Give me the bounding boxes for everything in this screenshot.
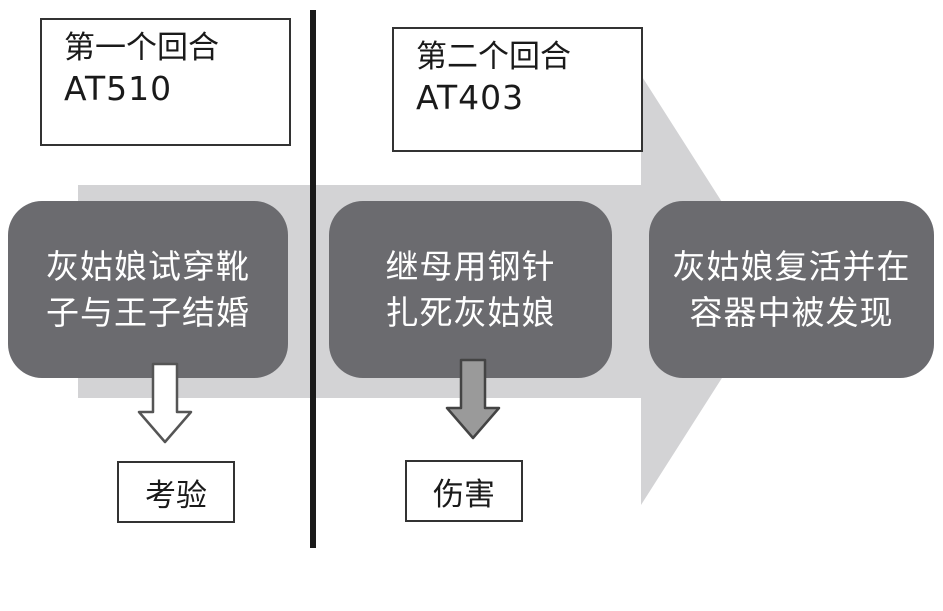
round-box-2: 第二个回合 AT403 (392, 27, 643, 152)
outcome-label-1: 考验 (117, 461, 235, 523)
event-2-text: 继母用钢针 扎死灰姑娘 (386, 244, 556, 336)
filled-down-arrow-icon (445, 358, 501, 440)
event-1-text: 灰姑娘试穿靴 子与王子结婚 (46, 244, 250, 336)
event-box-3: 灰姑娘复活并在 容器中被发现 (649, 201, 934, 378)
hollow-down-arrow-icon (137, 362, 193, 444)
event-3-line-1: 灰姑娘复活并在 (672, 246, 911, 286)
event-2-line-1: 继母用钢针 (385, 246, 556, 286)
event-1-line-2: 子与王子结婚 (46, 292, 250, 332)
round-1-code: AT510 (64, 69, 173, 108)
event-3-text: 灰姑娘复活并在 容器中被发现 (673, 244, 911, 336)
event-1-line-1: 灰姑娘试穿靴 (46, 246, 250, 286)
round-box-1: 第一个回合 AT510 (40, 18, 291, 146)
outcome-label-2: 伤害 (405, 460, 523, 522)
event-box-1: 灰姑娘试穿靴 子与王子结婚 (8, 201, 288, 378)
round-1-title: 第一个回合 (64, 30, 219, 66)
event-3-line-2: 容器中被发现 (689, 292, 894, 332)
round-2-title: 第二个回合 (416, 39, 571, 75)
round-2-code: AT403 (416, 78, 525, 117)
event-2-line-2: 扎死灰姑娘 (385, 292, 556, 332)
event-box-2: 继母用钢针 扎死灰姑娘 (329, 201, 612, 378)
round-divider (310, 10, 316, 548)
